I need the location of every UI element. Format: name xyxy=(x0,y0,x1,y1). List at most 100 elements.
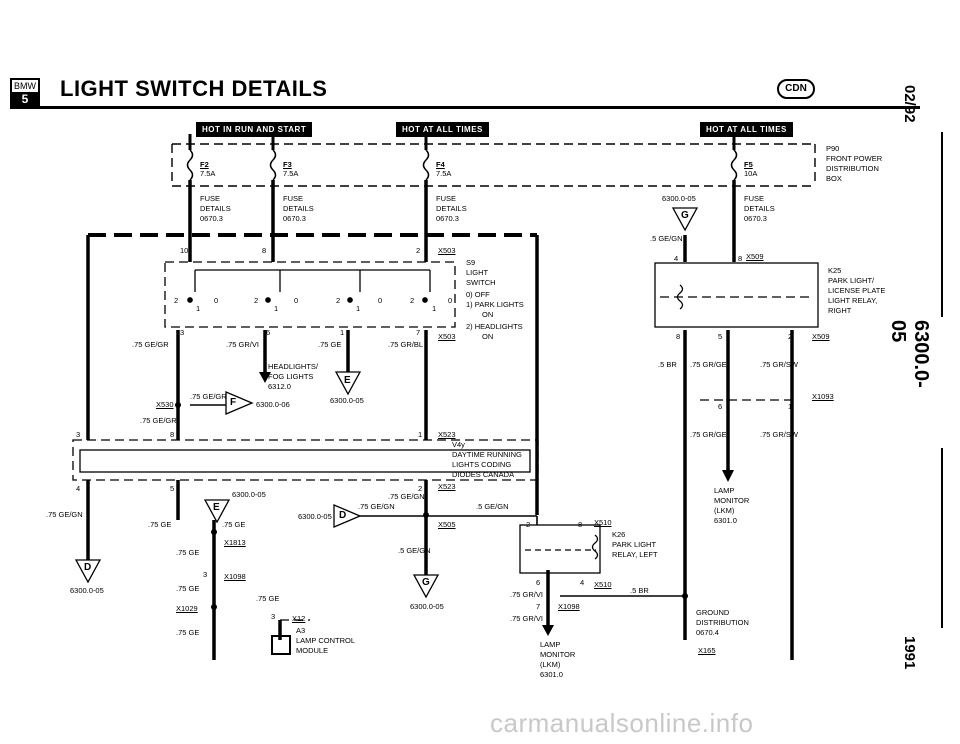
fuses xyxy=(186,149,738,181)
wire-label-gr-vi-b: .75 GR/VI xyxy=(510,614,543,623)
ref-letter-e-mid: E xyxy=(213,502,220,513)
wire-label-gr-sw-a: .75 GR/SW xyxy=(760,360,798,369)
connector-x12: X12 xyxy=(292,614,306,623)
connector-x523: X523 xyxy=(438,430,456,439)
wire-label-ge-6: .75 GE xyxy=(176,628,200,637)
k25-pin-1: 1 xyxy=(788,402,793,411)
fuse-details-2a: FUSE xyxy=(283,194,304,203)
hot-in-run-and-start-bar: HOT IN RUN AND START xyxy=(196,122,313,137)
wire-label-gr-sw-b: .75 GR/SW xyxy=(760,430,798,439)
wire-label-5-ge-gn-a: .5 GE/GN xyxy=(476,502,509,511)
k25-label-3: LICENSE PLATE xyxy=(828,286,886,295)
wire-label-gr-ge-b: .75 GR/GE xyxy=(690,430,727,439)
a3-label-2: LAMP CONTROL xyxy=(296,636,356,645)
ref-d-left-page: 6300.0-05 xyxy=(70,586,104,595)
wire-label-ge-gn-left: .75 GE/GN xyxy=(46,510,83,519)
s9-connector-x503-bottom: X503 xyxy=(438,332,456,341)
connector-x510-a: X510 xyxy=(594,518,612,527)
lamp-monitor-a-3: (LKM) xyxy=(714,506,735,515)
s9-pin-6: 6 xyxy=(266,328,271,337)
wire-label-5-ge-gn-b: .5 GE/GN xyxy=(398,546,431,555)
fuse-details-1a: FUSE xyxy=(200,194,221,203)
fuse-box-outline xyxy=(171,143,816,187)
ref-e-top-page: 6300.0-05 xyxy=(330,396,364,405)
s9-pos-d2: 2 xyxy=(410,296,415,305)
k26-pin-2: 2 xyxy=(526,520,531,529)
switch-s9-contacts xyxy=(187,269,431,303)
p90-label-1: P90 xyxy=(826,144,840,153)
a3-module xyxy=(271,635,291,655)
lamp-monitor-a-1: LAMP xyxy=(714,486,735,495)
connector-x1813: X1813 xyxy=(224,538,246,547)
page-title: LIGHT SWITCH DETAILS xyxy=(60,76,328,101)
ref-f-page: 6300.0-06 xyxy=(256,400,290,409)
a3-label-3: MODULE xyxy=(296,646,329,655)
k25-pin-5: 5 xyxy=(718,332,723,341)
p90-label-2: FRONT POWER xyxy=(826,154,883,163)
wire-label-gr-ge-a: .75 GR/GE xyxy=(690,360,727,369)
fuse-f4-rating: 7.5A xyxy=(436,169,452,178)
bmw-logo-series: 5 xyxy=(12,92,38,106)
hot-at-all-times-bar-1: HOT AT ALL TIMES xyxy=(396,122,489,137)
s9-legend-4: 2) HEADLIGHTS xyxy=(466,322,523,331)
pin-5-left: 5 xyxy=(170,484,175,493)
connector-x523-b: X523 xyxy=(438,482,456,491)
s9-pos-a1: 1 xyxy=(196,304,201,313)
k26-label-3: RELAY, LEFT xyxy=(612,550,658,559)
k26-pin-4: 4 xyxy=(580,578,585,587)
wire-label-ge-gn-mid: .75 GE/GN xyxy=(388,492,425,501)
pin-8-left: 8 xyxy=(170,430,175,439)
s9-connector-x503: X503 xyxy=(438,246,456,255)
k25-label-1: K25 xyxy=(828,266,842,275)
lamp-monitor-b-4: 6301.0 xyxy=(540,670,563,679)
ref-g-bottom-page: 6300.0-05 xyxy=(410,602,444,611)
hot-at-all-times-bar-2: HOT AT ALL TIMES xyxy=(700,122,793,137)
lamp-monitor-a-4: 6301.0 xyxy=(714,516,737,525)
wire-label-ge-5: .75 GE xyxy=(256,594,280,603)
k26-label-2: PARK LIGHT xyxy=(612,540,657,549)
wire-label-gr-bl: .75 GR/BL xyxy=(388,340,424,349)
s9-legend-2: 1) PARK LIGHTS xyxy=(466,300,524,309)
k26-pin-8: 8 xyxy=(578,520,583,529)
s9-legend-1: 0) OFF xyxy=(466,290,490,299)
wire-label-ge: .75 GE xyxy=(318,340,342,349)
horizontal-wires xyxy=(190,404,685,597)
s9-pos-b1: 1 xyxy=(274,304,279,313)
ground-label-3: 0670.4 xyxy=(696,628,719,637)
ref-letter-g-bottom: G xyxy=(422,577,430,588)
pin-3-a3: 3 xyxy=(271,612,276,621)
s9-pos-c0: 0 xyxy=(378,296,383,305)
a3-label-1: A3 xyxy=(296,626,306,635)
k25-pin-2: 2 xyxy=(788,332,793,341)
wire-label-ge-gr-x530: .75 GE/GR xyxy=(190,392,227,401)
splice-dots xyxy=(175,402,688,610)
s9-pin-2: 2 xyxy=(416,246,421,255)
s9-pos-a2: 2 xyxy=(174,296,179,305)
s9-pos-b0: 0 xyxy=(294,296,299,305)
fuse-details-2c: 0670.3 xyxy=(283,214,306,223)
pin-3-x1098: 3 xyxy=(203,570,208,579)
ref-g-top-page: 6300.0-05 xyxy=(662,194,696,203)
fuse-f5-id: F5 xyxy=(744,160,753,169)
k26-relay-box xyxy=(519,524,601,574)
wire-label-ge-4: .75 GE xyxy=(176,584,200,593)
ref-letter-d-mid: D xyxy=(339,510,347,521)
ground-label-1: GROUND xyxy=(696,608,730,617)
v4y-label-1: V4y xyxy=(452,440,465,449)
connector-x509-bottom: X509 xyxy=(812,332,830,341)
p90-label-3: DISTRIBUTION xyxy=(826,164,879,173)
connector-x509-top: X509 xyxy=(746,252,764,261)
s9-pin-3: 3 xyxy=(180,328,185,337)
lamp-monitor-a-2: MONITOR xyxy=(714,496,750,505)
headlights-label-3: 6312.0 xyxy=(268,382,291,391)
s9-pos-c2: 2 xyxy=(336,296,341,305)
connector-x1098-b: X1098 xyxy=(558,602,580,611)
header-rule xyxy=(10,106,920,109)
s9-legend-3: ON xyxy=(482,310,494,319)
ref-letter-e-top: E xyxy=(344,375,351,386)
fuse-details-1b: DETAILS xyxy=(200,204,231,213)
fuse-details-1c: 0670.3 xyxy=(200,214,223,223)
k25-pin-4: 4 xyxy=(674,254,679,263)
watermark: carmanualsonline.info xyxy=(490,708,754,738)
